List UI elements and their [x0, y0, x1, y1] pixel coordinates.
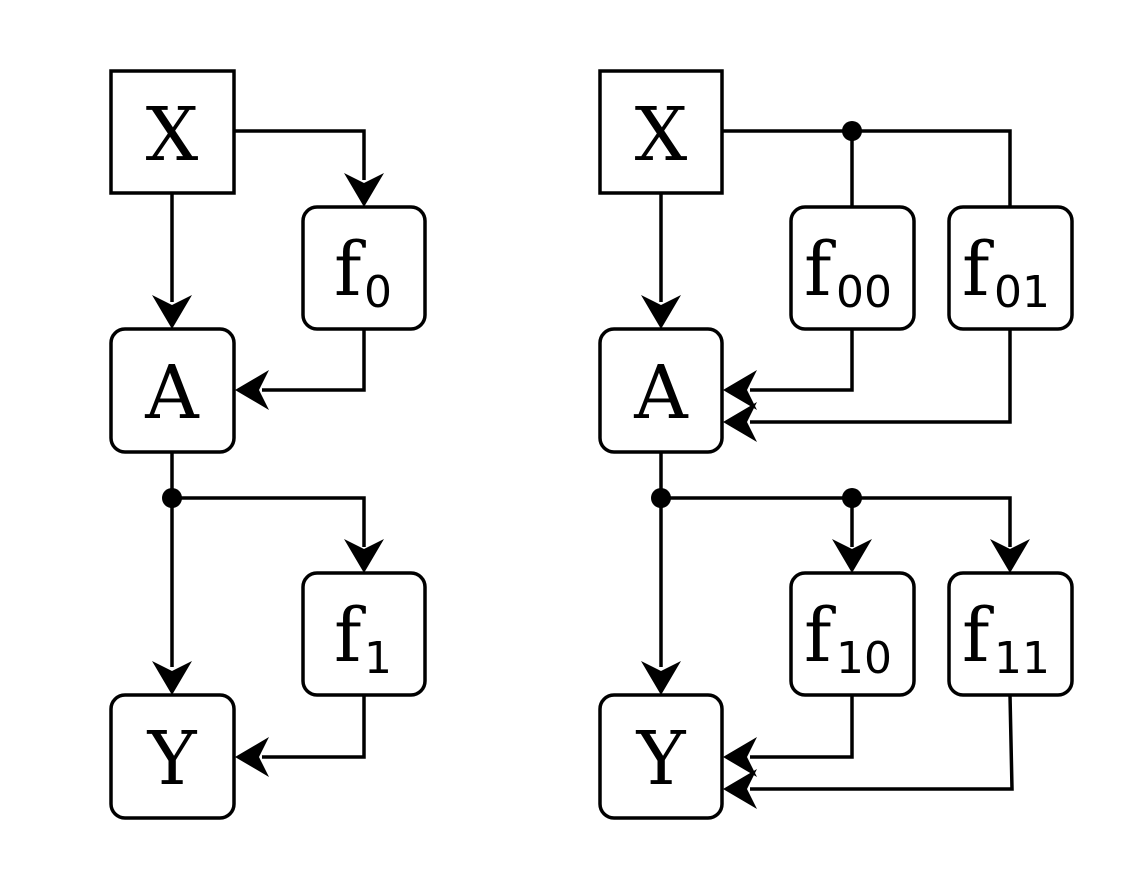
node-a-label: A: [633, 350, 689, 436]
node-f00-subscript: 00: [836, 267, 892, 318]
node-f10: f 10: [789, 571, 916, 697]
arrowhead-f10-to-y: [723, 737, 757, 777]
junction-dot: [162, 488, 182, 508]
node-f00-label: f: [804, 227, 836, 313]
arrowhead-f00-to-a: [723, 370, 757, 410]
arrowhead-f1-to-y: [235, 737, 269, 777]
left-diagram: X A Y f 0 f 1: [109, 69, 427, 820]
junction-dot-a-split: [842, 488, 862, 508]
node-x: X: [109, 69, 236, 195]
node-f01-label: f: [962, 227, 994, 313]
node-a: A: [598, 327, 724, 454]
node-f0: f 0: [301, 205, 427, 331]
edges: [170, 129, 366, 759]
node-f1: f 1: [301, 571, 427, 697]
arrowhead-a-to-f1: [344, 539, 384, 573]
node-f0-subscript: 0: [364, 267, 392, 318]
node-f1-subscript: 1: [364, 633, 392, 684]
edges: [659, 129, 1014, 791]
edge-f11-to-y: [750, 694, 1014, 791]
node-y-label: Y: [636, 716, 687, 802]
edge-x-bus: [722, 129, 1012, 207]
node-a: A: [109, 327, 236, 454]
edge-f1-to-y: [262, 695, 366, 759]
node-a-label: A: [144, 350, 200, 436]
node-f0-label: f: [334, 227, 366, 313]
node-f11-label: f: [962, 593, 994, 679]
node-f00: f 00: [789, 205, 916, 331]
edge-f01-to-a: [750, 329, 1012, 424]
node-f10-label: f: [804, 593, 836, 679]
node-f11: f 11: [947, 571, 1074, 697]
edge-f00-to-a: [750, 329, 854, 392]
node-x: X: [598, 69, 724, 195]
node-y: Y: [598, 693, 724, 820]
node-y-label: Y: [147, 716, 198, 802]
arrowhead-a-to-y: [641, 661, 681, 695]
junction-dot-x: [842, 121, 862, 141]
node-f1-label: f: [334, 593, 366, 679]
arrowhead-f0-to-a: [235, 370, 269, 410]
edge-a-bus: [661, 496, 1012, 547]
edge-a-to-f1: [172, 496, 366, 547]
arrowhead-x-to-f0: [344, 173, 384, 207]
edge-f10-to-y: [750, 695, 854, 759]
arrowhead-a-to-f10: [832, 539, 872, 573]
arrowhead-x-to-a: [152, 295, 192, 329]
junction-dot-a: [651, 488, 671, 508]
edge-f0-to-a: [262, 329, 366, 392]
right-diagram: X A Y f 00 f 01 f 10: [598, 69, 1074, 820]
arrowhead-f11-to-y: [723, 769, 757, 809]
arrowheads: [152, 173, 384, 777]
node-f10-subscript: 10: [836, 633, 892, 684]
node-f01-subscript: 01: [994, 267, 1050, 318]
arrowhead-x-to-a: [641, 295, 681, 329]
arrowhead-a-to-f11: [990, 539, 1030, 573]
node-x-label: X: [146, 92, 199, 178]
edge-x-to-f0: [234, 129, 366, 180]
arrowhead-a-to-y: [152, 661, 192, 695]
arrowheads: [641, 295, 1030, 809]
node-f01: f 01: [947, 205, 1074, 331]
arrowhead-f01-to-a: [723, 402, 757, 442]
node-y: Y: [109, 693, 236, 820]
node-x-label: X: [635, 92, 688, 178]
node-f11-subscript: 11: [994, 633, 1050, 684]
